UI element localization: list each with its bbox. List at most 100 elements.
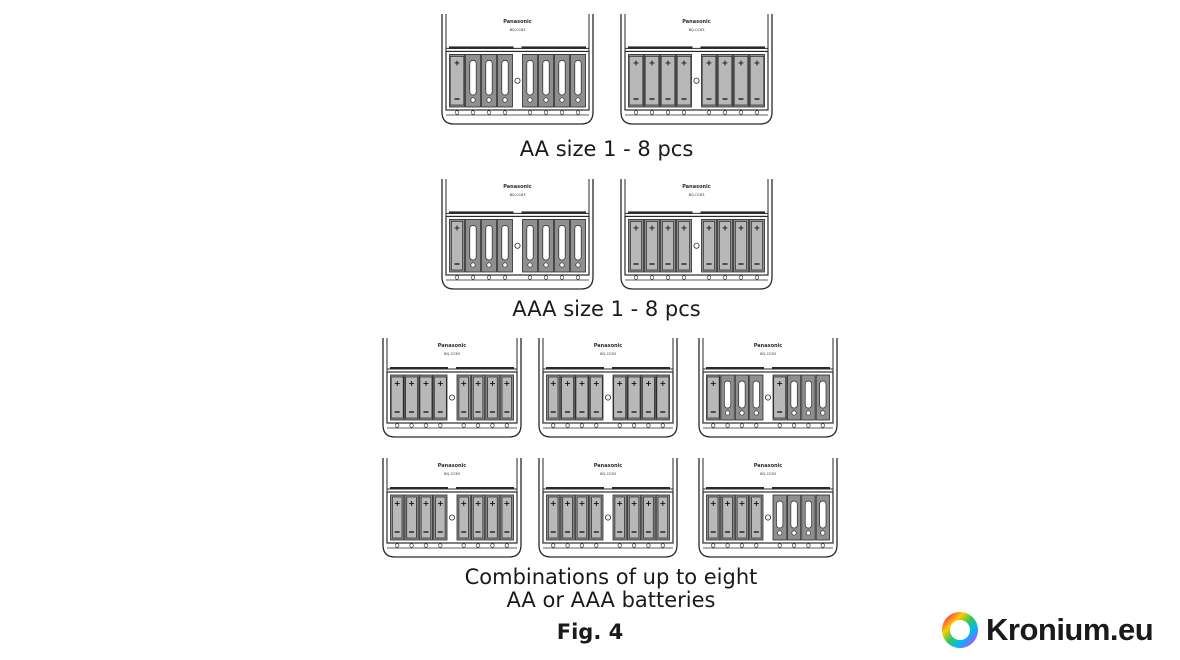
battery-slot: + <box>734 494 750 541</box>
battery-slot: + <box>449 54 465 108</box>
base-foot <box>711 543 716 548</box>
slot-contact-terminal <box>575 262 581 268</box>
aa-battery <box>773 376 787 419</box>
battery-slot: + <box>641 374 656 421</box>
battery-slot: + <box>641 494 656 541</box>
aaa-battery <box>662 221 674 271</box>
plus-terminal-icon: + <box>454 58 461 67</box>
caption-aa: AA size 1 - 8 pcs <box>519 137 694 161</box>
aaa-battery <box>435 496 446 539</box>
base-foot <box>660 423 665 428</box>
slot-contact-terminal <box>486 97 492 103</box>
aa-battery <box>656 376 670 419</box>
base-foot <box>706 110 712 115</box>
aaa-battery <box>614 496 625 539</box>
battery-slot: + <box>676 219 692 273</box>
aaa-battery <box>643 496 654 539</box>
base-foot <box>722 275 728 280</box>
base-foot <box>594 543 599 548</box>
battery-slot: + <box>433 374 448 421</box>
kronium-watermark: Kronium.eu <box>940 608 1154 652</box>
base-foot <box>527 275 533 280</box>
plus-terminal-icon: + <box>633 58 640 67</box>
battery-slot: + <box>717 54 733 108</box>
slot-contact-spring <box>558 225 566 261</box>
slot-contact-spring <box>724 380 732 409</box>
battery-slot: + <box>574 374 590 421</box>
base-foot <box>649 275 655 280</box>
brand-label: Panasonic <box>503 184 532 190</box>
model-label: BQ-CC63 <box>760 352 776 356</box>
battery-slot <box>481 54 497 108</box>
battery-slot <box>522 54 538 108</box>
battery-slot: + <box>749 54 765 108</box>
slot-contact-terminal <box>470 262 476 268</box>
plus-terminal-icon: + <box>645 499 652 508</box>
base-foot <box>475 423 481 428</box>
charger-body-outline <box>620 179 773 290</box>
battery-slot <box>786 494 802 541</box>
plus-terminal-icon: + <box>633 223 640 232</box>
battery-slot <box>465 54 481 108</box>
base-foot <box>633 110 639 115</box>
plus-terminal-icon: + <box>710 379 717 388</box>
battery-slot: + <box>589 374 604 421</box>
caption-aaa: AAA size 1 - 8 pcs <box>512 297 701 321</box>
base-foot <box>791 423 797 428</box>
lid-clip <box>456 487 514 490</box>
aaa-battery <box>630 221 642 271</box>
battery-slot: + <box>655 374 670 421</box>
figure-label: Fig. 4 <box>556 620 624 644</box>
base-foot <box>395 543 400 548</box>
base-foot <box>722 110 728 115</box>
model-label: BQ-CC63 <box>689 193 705 197</box>
plus-terminal-icon: + <box>460 379 467 388</box>
battery-slot <box>815 374 830 421</box>
charger-body-outline <box>538 338 678 438</box>
battery-slot: + <box>574 494 590 541</box>
plus-terminal-icon: + <box>564 499 571 508</box>
slot-contact-terminal <box>725 410 731 416</box>
base-foot <box>738 275 744 280</box>
model-label: BQ-CC63 <box>760 472 776 476</box>
base-foot <box>681 275 687 280</box>
battery-slot: + <box>560 374 575 421</box>
base-foot <box>646 543 651 548</box>
plus-terminal-icon: + <box>710 499 717 508</box>
battery-slot <box>554 219 570 273</box>
base-foot <box>461 543 466 548</box>
aa-battery <box>449 56 465 106</box>
battery-slot <box>720 374 735 421</box>
slot-contact-spring <box>542 60 550 96</box>
plus-terminal-icon: + <box>681 58 688 67</box>
battery-slot: + <box>390 374 405 421</box>
plus-terminal-icon: + <box>706 223 713 232</box>
battery-slot: + <box>433 494 448 541</box>
plus-terminal-icon: + <box>753 499 760 508</box>
base-foot <box>617 423 622 428</box>
slot-contact-terminal <box>527 97 533 103</box>
plus-terminal-icon: + <box>550 499 557 508</box>
base-foot <box>806 423 811 428</box>
aaa-battery <box>451 221 463 271</box>
aa-battery <box>676 56 692 106</box>
plus-terminal-icon: + <box>665 223 672 232</box>
slot-contact-terminal <box>502 97 508 103</box>
battery-slot: + <box>390 494 405 541</box>
brand-label: Panasonic <box>594 463 623 469</box>
model-label: BQ-CC63 <box>510 28 526 32</box>
base-foot <box>559 275 565 280</box>
brand-label: Panasonic <box>438 463 467 469</box>
base-foot <box>579 543 585 548</box>
plus-terminal-icon: + <box>659 499 666 508</box>
battery-slot: + <box>655 494 670 541</box>
plus-terminal-icon: + <box>776 379 783 388</box>
brand-label: Panasonic <box>438 343 467 349</box>
lid-clip <box>706 487 764 490</box>
slot-contact-terminal <box>502 262 508 268</box>
